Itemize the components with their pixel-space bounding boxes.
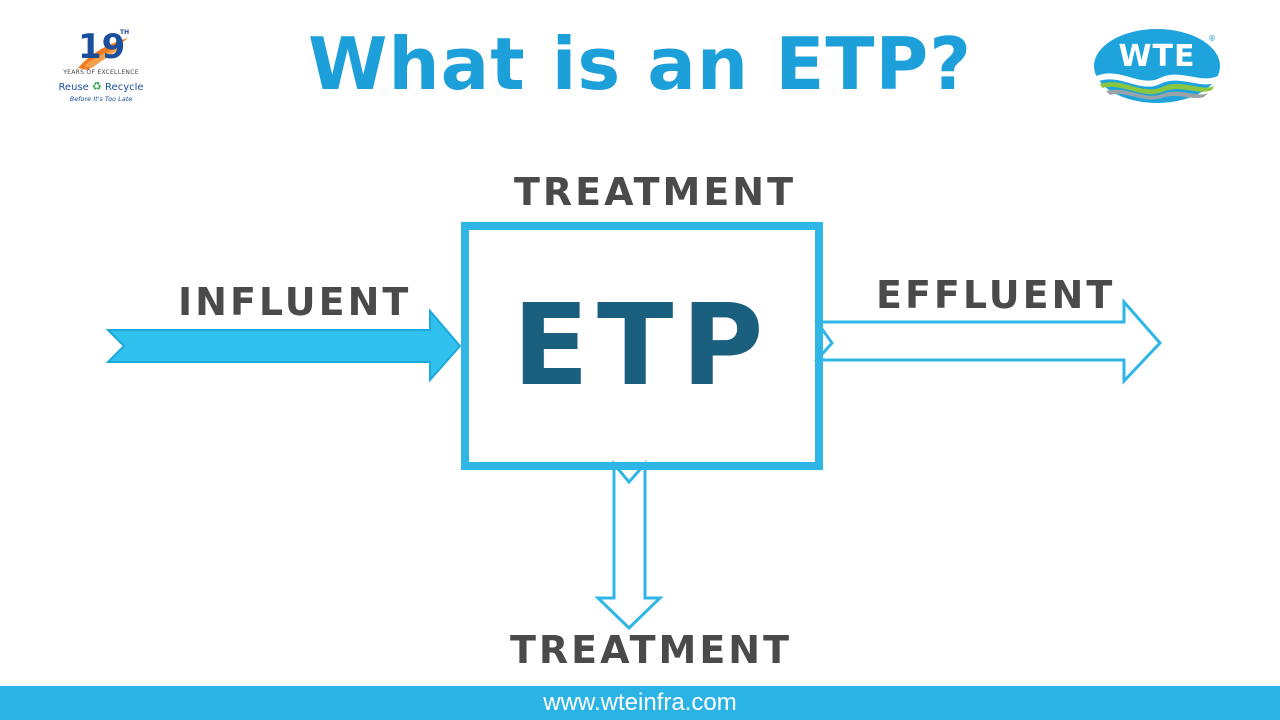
anniversary-badge: 19 TH YEARS OF EXCELLENCE Reuse ♻ Recycl… [56, 22, 146, 112]
page-title: What is an ETP? [307, 22, 973, 106]
influent-arrow [105, 308, 462, 383]
badge-tagline: Before It's Too Late [69, 95, 133, 103]
wte-logo: WTE ® [1090, 26, 1224, 106]
effluent-arrow [813, 298, 1163, 385]
badge-graphic: 19 TH [78, 27, 129, 70]
badge-superscript: TH [120, 29, 129, 36]
logo-wave-grey [1106, 89, 1208, 100]
badge-number: 19 [78, 27, 125, 67]
badge-swoosh-light [84, 46, 124, 68]
footer-bar: www.wteinfra.com [0, 686, 1280, 720]
logo-wave-green [1100, 82, 1214, 95]
logo-wave-white [1096, 73, 1218, 87]
logo-text: WTE [1118, 39, 1196, 74]
wte-logo-graphic [1094, 29, 1220, 103]
top-treatment-label: TREATMENT [514, 170, 797, 214]
registered-mark: ® [1208, 34, 1216, 43]
badge-years-text: YEARS OF EXCELLENCE [63, 69, 139, 76]
influent-label: INFLUENT [178, 280, 412, 324]
footer-url[interactable]: www.wteinfra.com [543, 689, 737, 716]
badge-recycle-text: Recycle [105, 82, 144, 93]
etp-label: ETP [512, 281, 772, 411]
recycle-icon: ♻ [91, 80, 102, 93]
bottom-treatment-label: TREATMENT [510, 628, 793, 672]
downward-treatment-arrow [594, 459, 664, 631]
badge-reuse-text: Reuse [58, 82, 89, 93]
effluent-label: EFFLUENT [876, 273, 1116, 317]
badge-reuse-line: Reuse ♻ Recycle [56, 80, 146, 93]
etp-box: ETP [461, 222, 823, 470]
